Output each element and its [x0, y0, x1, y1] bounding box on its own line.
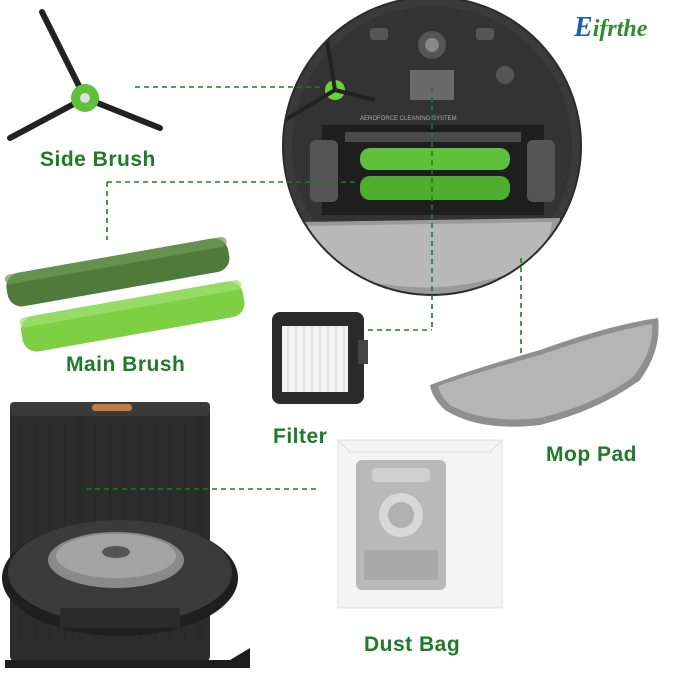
filter-label: Filter	[273, 425, 328, 448]
dust-bag-label: Dust Bag	[364, 633, 461, 656]
side-brush-label: Side Brush	[40, 148, 156, 171]
brand-logo-text: ifrthe	[592, 16, 648, 42]
main-brush-label: Main Brush	[66, 353, 186, 376]
brand-logo: Eifrthe	[574, 12, 647, 44]
mop-pad-label: Mop Pad	[546, 443, 637, 466]
brand-logo-initial: E	[574, 12, 593, 43]
svg-text:AEROFORCE CLEANING SYSTEM: AEROFORCE CLEANING SYSTEM	[360, 116, 457, 122]
